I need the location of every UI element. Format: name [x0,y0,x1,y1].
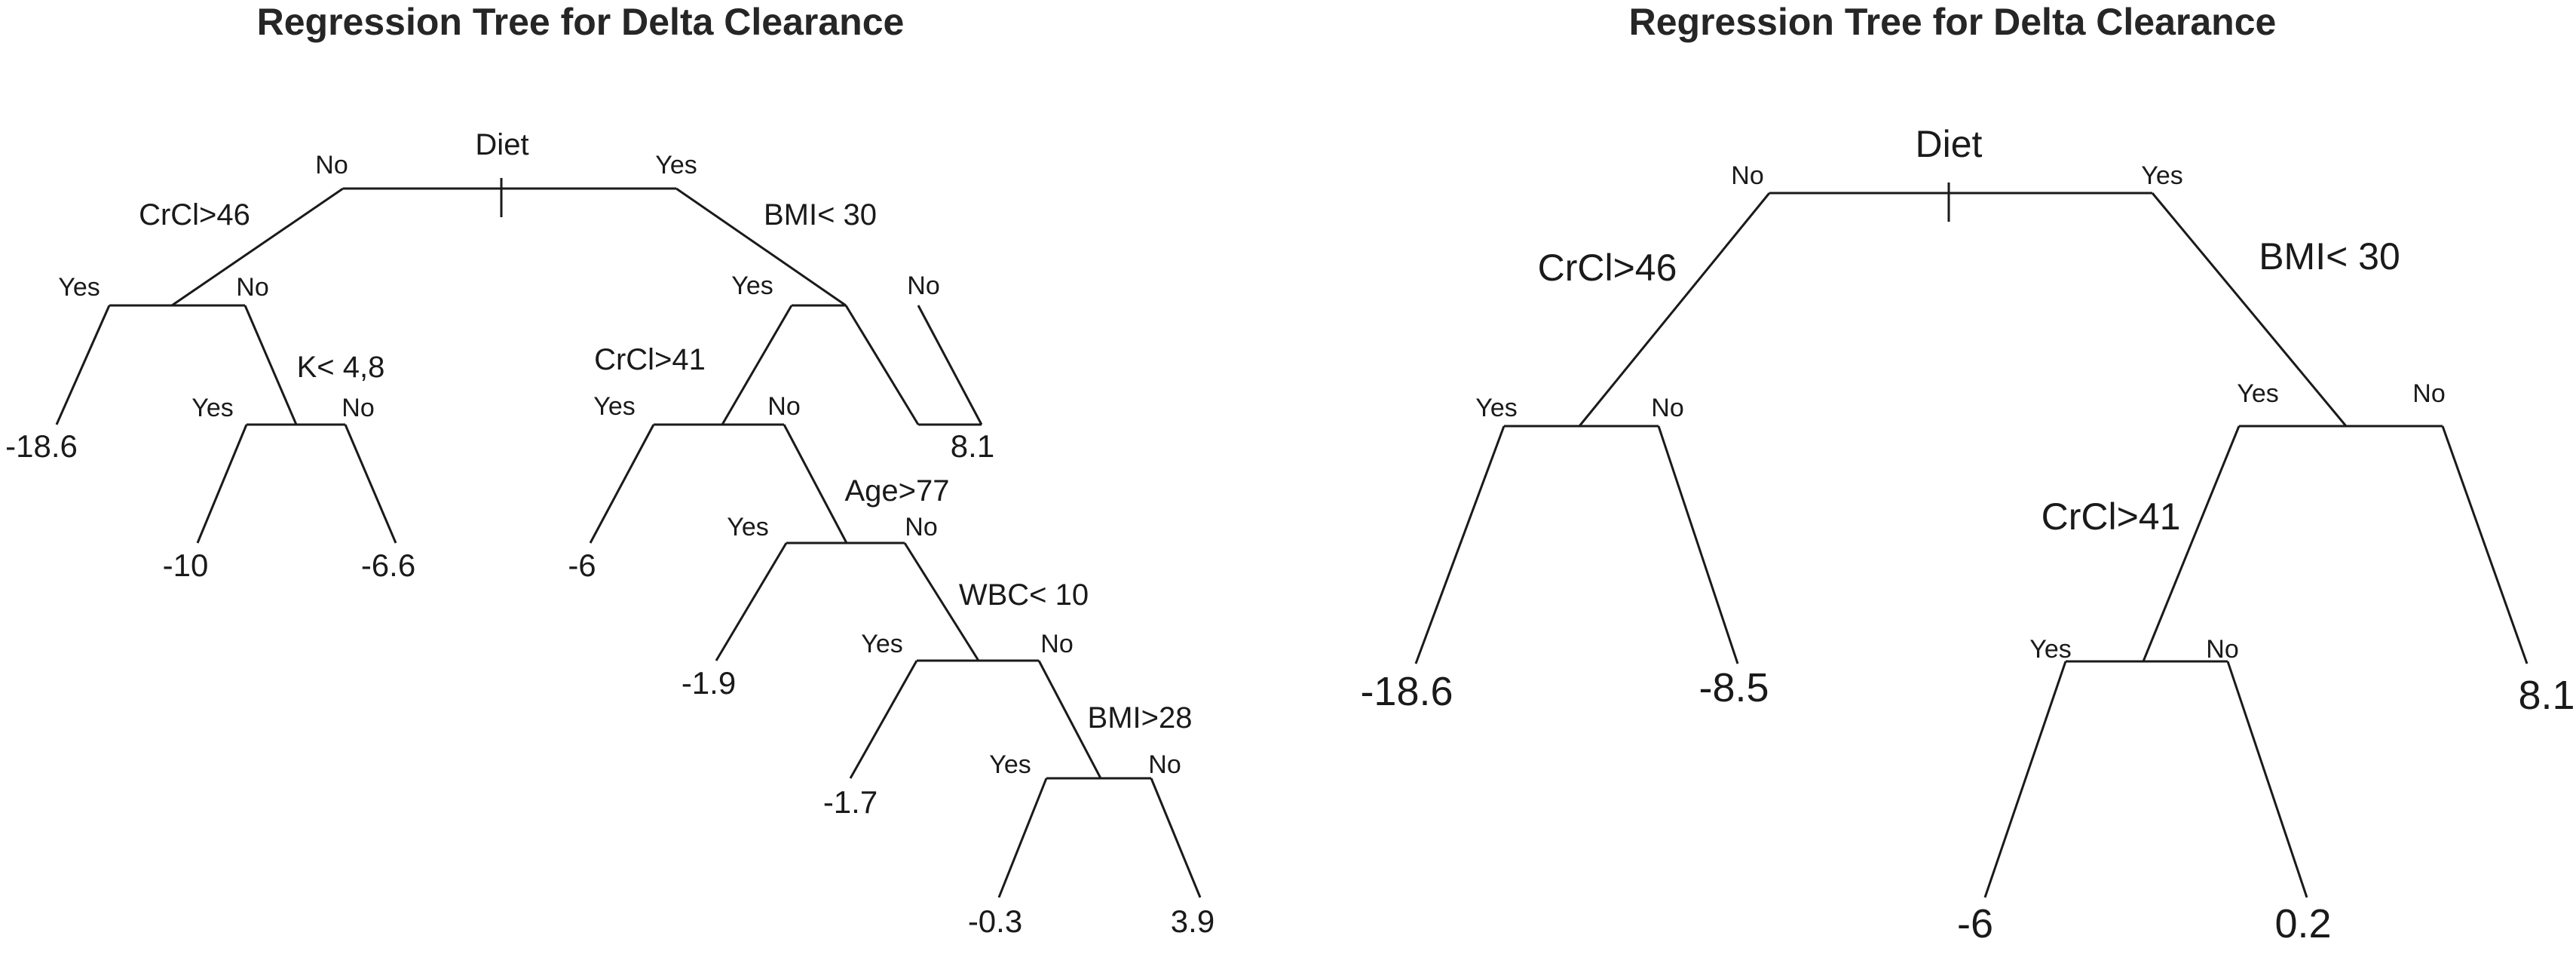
right-node-crcl41: CrCl>41 Yes No [1983,495,2308,898]
right-bmi30-no-label: No [2412,379,2445,408]
left-bmi28-yes-label: Yes [989,750,1031,779]
left-bmi28-no-branch [1150,778,1202,898]
left-leaf-value: -1.7 [823,784,878,820]
right-bmi30-label: BMI< 30 [2259,235,2400,278]
right-node-crcl46: CrCl>46 Yes No [1414,247,1739,664]
right-root-label: Diet [1916,123,1983,165]
left-leaf-value: -18.6 [5,428,78,464]
left-node-bmi30: BMI< 30 Yes No [721,198,983,426]
left-bmi28-label: BMI>28 [1088,701,1193,735]
left-crcl41-yes-branch [589,424,655,544]
left-root-split: Diet No Yes [171,128,847,307]
right-root-split: Diet No Yes [1578,123,2348,427]
left-age77-yes-branch [715,542,788,661]
left-node-k48: K< 4,8 Yes No [191,351,397,544]
right-leaf-value: -18.6 [1360,669,1453,714]
left-crcl41-no-label: No [767,392,800,421]
right-tree-title: Regression Tree for Delta Clearance [1629,1,2277,43]
left-leaf-value: -1.9 [682,665,736,701]
left-root-yes-label: Yes [655,151,697,179]
left-node-crcl46: CrCl>46 Yes No [55,198,298,425]
right-root-no-label: No [1731,161,1763,190]
left-bmi28-yes-branch [997,778,1048,898]
left-leaf-value: 3.9 [1171,903,1214,939]
left-root-label: Diet [475,128,528,161]
left-root-yes-branch [675,187,847,307]
right-crcl46-yes-branch [1414,425,1505,664]
left-node-crcl41: CrCl>41 Yes No [589,343,848,544]
right-crcl41-yes-label: Yes [2029,635,2071,664]
left-root-no-branch [171,187,344,307]
left-crcl46-no-label: No [236,273,268,302]
right-leaf-value: -6 [1957,901,1993,946]
right-crcl41-no-label: No [2206,635,2238,664]
left-bmi30-no-leaf [917,305,983,425]
left-leaf-value: 8.1 [951,428,994,464]
left-bmi30-label: BMI< 30 [764,198,877,232]
left-crcl41-yes-label: Yes [593,392,635,421]
left-k48-no-branch [344,424,397,544]
left-k48-yes-branch [196,424,248,544]
right-crcl41-no-branch [2226,661,2308,898]
right-bmi30-yes-branch [2142,425,2241,662]
right-root-yes-branch [2151,192,2348,427]
left-node-age77: Age>77 Yes No [715,474,980,661]
left-root-no-label: No [315,151,348,179]
left-bmi30-yes-label: Yes [731,271,773,300]
right-tree: Regression Tree for Delta Clearance Diet… [1360,1,2574,946]
right-root-yes-label: Yes [2141,161,2182,190]
left-tree: Regression Tree for Delta Clearance Diet… [5,1,1214,939]
left-tree-title: Regression Tree for Delta Clearance [257,1,905,43]
left-crcl46-label: CrCl>46 [139,198,250,232]
left-node-bmi28: BMI>28 Yes No [989,701,1202,898]
left-node-wbc10: WBC< 10 Yes No [849,578,1102,779]
right-bmi30-no-branch [2441,425,2529,664]
left-age77-yes-label: Yes [727,513,768,541]
left-wbc10-no-branch [1037,660,1102,779]
right-leaf-value: 8.1 [2518,673,2574,718]
left-wbc10-yes-branch [849,660,918,779]
right-root-no-branch [1578,192,1771,427]
left-leaf-value: -6.6 [361,548,415,583]
right-crcl46-label: CrCl>46 [1538,247,1677,289]
right-leaf-value: 0.2 [2274,901,2331,946]
left-age77-label: Age>77 [844,474,949,508]
left-crcl46-yes-label: Yes [58,273,100,302]
right-node-bmi30: BMI< 30 Yes No [2142,235,2529,664]
left-leaf-value: -0.3 [968,903,1022,939]
left-crcl41-label: CrCl>41 [594,343,706,376]
left-k48-yes-label: Yes [191,394,233,422]
left-bmi30-yes-branch [721,305,793,425]
right-crcl46-yes-label: Yes [1475,394,1517,422]
left-crcl46-yes-branch [55,305,111,425]
left-bmi28-no-label: No [1148,750,1181,779]
left-bmi30-no-branch [844,305,920,425]
left-age77-no-label: No [905,513,937,541]
left-wbc10-no-label: No [1040,630,1073,658]
right-crcl46-no-branch [1657,425,1739,664]
left-k48-label: K< 4,8 [297,351,385,384]
left-wbc10-label: WBC< 10 [959,578,1089,612]
right-crcl46-no-label: No [1651,394,1683,422]
right-crcl41-yes-branch [1983,661,2067,898]
right-leaf-value: -8.5 [1698,665,1769,710]
right-bmi30-yes-label: Yes [2237,379,2278,408]
right-crcl41-label: CrCl>41 [2042,495,2181,538]
left-crcl41-no-branch [783,424,848,544]
left-bmi30-no-label: No [907,271,939,300]
left-wbc10-yes-label: Yes [861,630,902,658]
left-leaf-value: -10 [163,548,209,583]
left-k48-no-label: No [342,394,374,422]
left-leaf-value: -6 [568,548,596,583]
left-crcl46-no-branch [244,305,298,425]
left-age77-no-branch [903,542,980,661]
